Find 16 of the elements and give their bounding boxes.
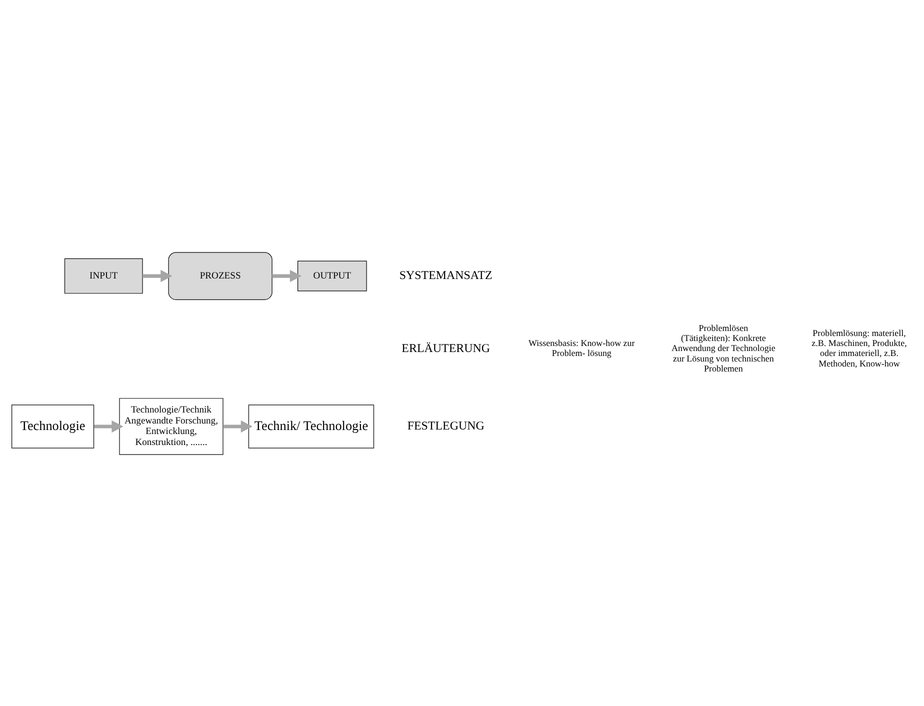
label: SYSTEMANSATZ <box>399 268 492 282</box>
node-box: PROZESS <box>168 252 272 300</box>
node-box: Technik/ Technologie <box>248 404 374 448</box>
node-box: Technologie/Technik Angewandte Forschung, Entwicklung, Konstruktion, ....... <box>119 398 224 454</box>
node-box: OUTPUT <box>297 260 367 291</box>
node-box: INPUT <box>64 258 143 294</box>
label: Problemlösen (Tätigkeiten): Konkrete Anwendung der Technologie zur Lösung von technischen Problemen <box>672 322 776 373</box>
label: Wissensbasis: Know-how zur Problem- lösung <box>528 338 635 358</box>
arrow <box>142 269 172 282</box>
arrow <box>223 420 252 432</box>
label: FESTLEGUNG <box>407 418 484 432</box>
label: ERLÄUTERUNG <box>402 340 490 355</box>
node-box: Technologie <box>12 404 94 448</box>
arrow <box>94 420 124 432</box>
arrow <box>272 269 302 282</box>
label: Problemlösung: materiell, z.B. Maschinen, Produkte, oder immateriell, z.B. Methoden, Know-how <box>812 327 907 368</box>
